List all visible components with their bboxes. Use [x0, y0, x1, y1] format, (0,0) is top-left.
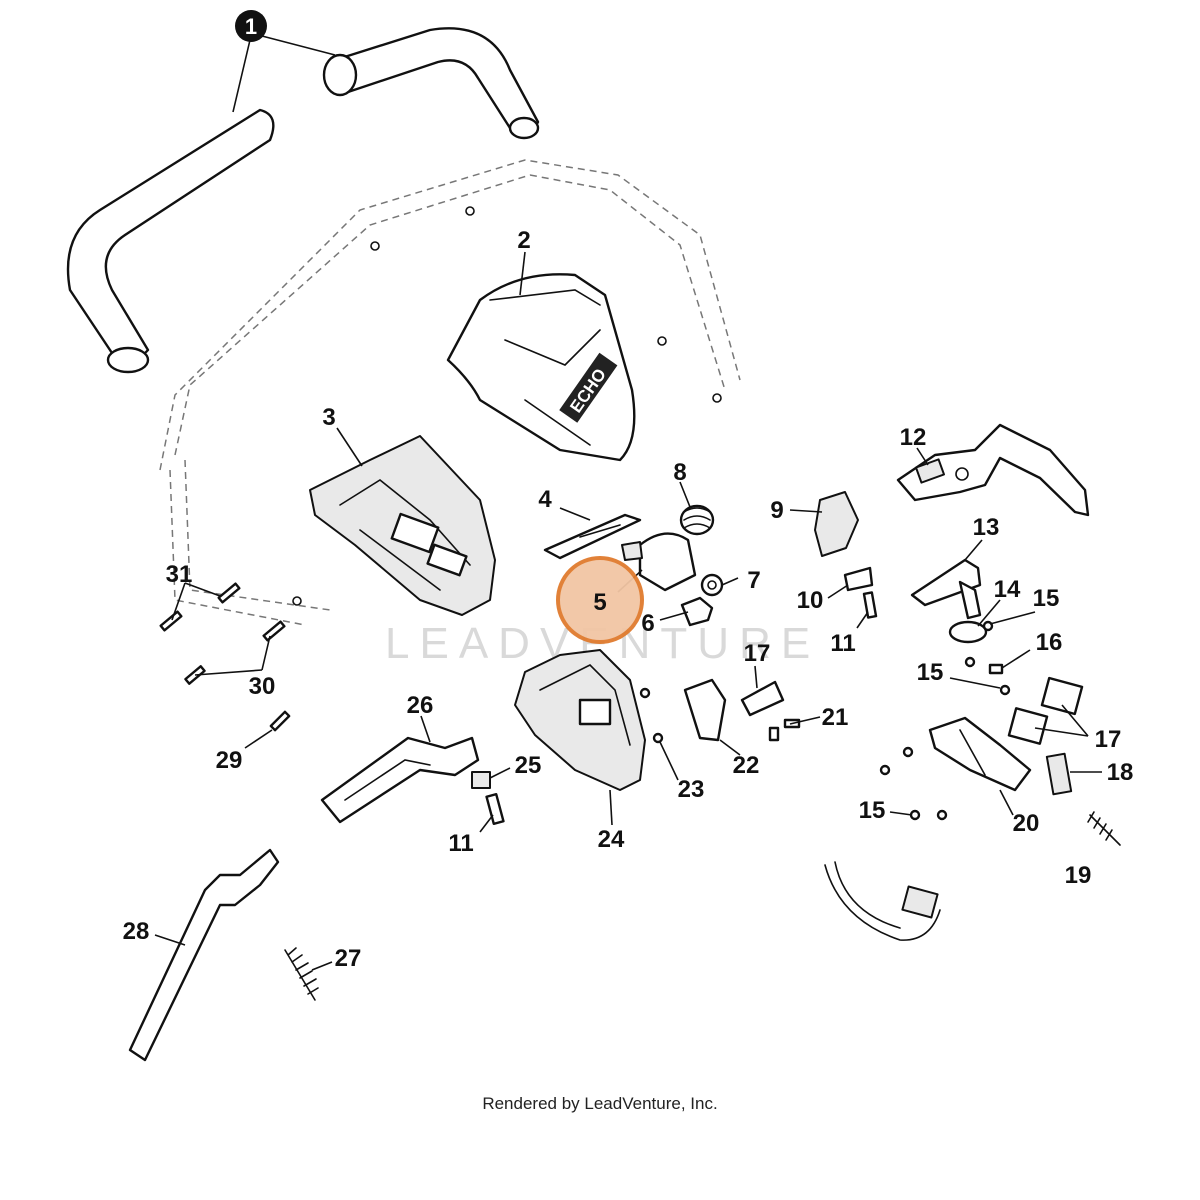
callout-5[interactable]: 5 [593, 589, 606, 616]
callout-22[interactable]: 22 [733, 752, 760, 779]
part-torsion-spring [843, 566, 874, 592]
part-handle-tubes [66, 27, 540, 374]
callout-2[interactable]: 2 [517, 227, 530, 254]
part-spring-27 [284, 947, 319, 1001]
callout-15-middle[interactable]: 15 [917, 659, 944, 686]
part-wire-harness [824, 861, 941, 941]
part-screws-30-31 [159, 582, 286, 685]
callout-3[interactable]: 3 [322, 404, 335, 431]
part-top-cover: ECHO [446, 273, 636, 462]
callout-19[interactable]: 19 [1065, 862, 1092, 889]
callout-27[interactable]: 27 [335, 945, 362, 972]
part-lever-spring [471, 771, 491, 789]
part-safety-lever [320, 736, 480, 824]
callout-13[interactable]: 13 [973, 514, 1000, 541]
callout-16[interactable]: 16 [1036, 629, 1063, 656]
part-switch-bracket [683, 678, 727, 742]
highlight-circle-5[interactable] [556, 556, 644, 644]
callout-17-right[interactable]: 17 [1095, 726, 1122, 753]
part-screws [879, 620, 1011, 821]
callout-4[interactable]: 4 [538, 486, 552, 513]
part-pin-upper [862, 591, 878, 619]
callout-17-middle[interactable]: 17 [744, 640, 771, 667]
part-coil-spring [679, 504, 715, 536]
part-rod-lever [128, 848, 280, 1062]
callout-24[interactable]: 24 [598, 826, 625, 853]
part-grip-insert [814, 491, 859, 557]
callout-21[interactable]: 21 [822, 704, 849, 731]
footer-credit: Rendered by LeadVenture, Inc. [482, 1094, 718, 1113]
callout-10[interactable]: 10 [797, 587, 824, 614]
callout-9[interactable]: 9 [770, 497, 783, 524]
callout-1[interactable]: 1 [245, 14, 257, 39]
part-left-housing [309, 435, 496, 616]
part-trigger [910, 558, 982, 620]
callout-26[interactable]: 26 [407, 692, 434, 719]
part-screws-23 [639, 687, 664, 744]
part-pin-lower [485, 792, 505, 826]
part-small-nut [988, 663, 1004, 675]
callout-20[interactable]: 20 [1013, 810, 1040, 837]
callout-31[interactable]: 31 [166, 561, 193, 588]
part-clip [948, 620, 988, 644]
callout-7[interactable]: 7 [747, 567, 760, 594]
part-switch-plate [928, 716, 1032, 792]
callout-1-badge [235, 10, 267, 42]
part-throttle-lever [896, 423, 1090, 517]
callout-12[interactable]: 12 [900, 424, 927, 451]
callout-15-right[interactable]: 15 [1033, 585, 1060, 612]
part-switch-middle [740, 680, 785, 717]
handle-frame-outline [159, 159, 741, 626]
part-dial-housing [621, 532, 697, 592]
callout-18[interactable]: 18 [1107, 759, 1134, 786]
part-spring-small [1087, 811, 1121, 846]
callout-15-lower[interactable]: 15 [859, 797, 886, 824]
part-gasket [543, 513, 642, 560]
callout-30[interactable]: 30 [249, 673, 276, 700]
part-lever-block [680, 596, 714, 627]
part-plunger [1045, 752, 1073, 796]
part-screw-29 [269, 710, 291, 732]
leader-lines [154, 35, 1102, 971]
part-right-housing [514, 649, 646, 791]
callout-29[interactable]: 29 [216, 747, 243, 774]
part-switch-right-a [1040, 676, 1084, 716]
callout-25[interactable]: 25 [515, 752, 542, 779]
callout-8[interactable]: 8 [673, 459, 686, 486]
part-switch-right-b [1007, 707, 1049, 745]
callout-28[interactable]: 28 [123, 918, 150, 945]
callout-6[interactable]: 6 [641, 610, 654, 637]
callout-23[interactable]: 23 [678, 776, 705, 803]
part-gear [700, 573, 724, 597]
callout-14[interactable]: 14 [994, 576, 1021, 603]
callout-11-lower[interactable]: 11 [448, 830, 473, 857]
callout-11-upper[interactable]: 11 [830, 630, 855, 657]
